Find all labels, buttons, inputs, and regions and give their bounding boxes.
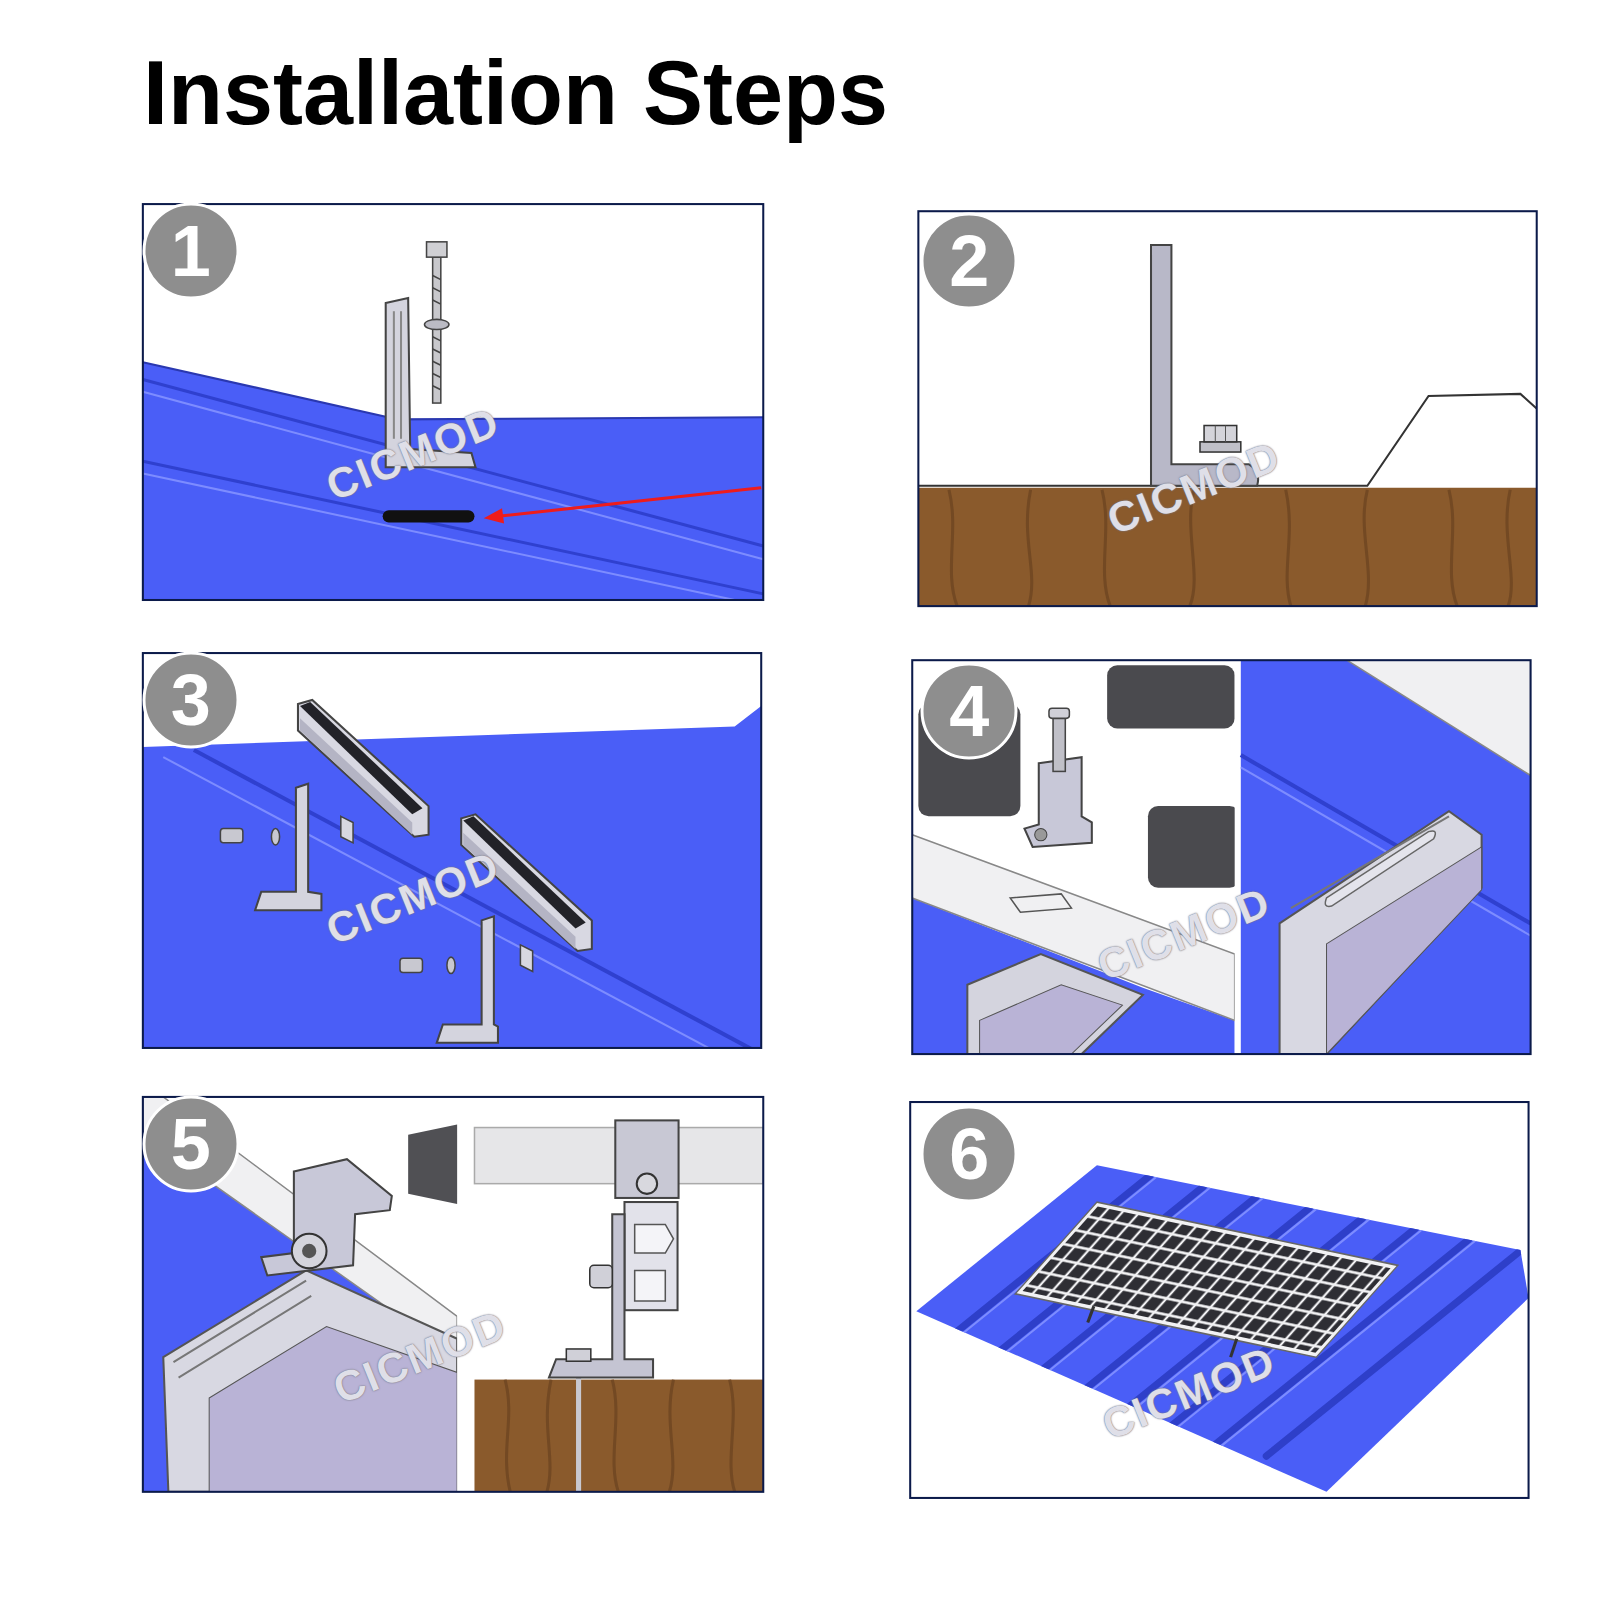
step-panel xyxy=(912,660,1530,1054)
circle-shape xyxy=(922,214,1016,308)
circle-shape xyxy=(144,204,238,298)
watermark: CICMOD xyxy=(321,844,506,951)
l-bracket xyxy=(255,784,321,911)
step-number: 1 xyxy=(171,215,211,287)
bolt xyxy=(1053,714,1065,771)
step-panel xyxy=(918,211,1536,606)
wood-purlin xyxy=(474,1380,763,1492)
step-number: 6 xyxy=(949,1118,989,1190)
step-2-illustration xyxy=(918,211,1536,606)
step-1-illustration xyxy=(143,204,763,600)
mounting-hole xyxy=(383,510,475,522)
panel-frame xyxy=(1347,660,1531,775)
step-number: 2 xyxy=(949,225,989,297)
rail xyxy=(1280,811,1482,1054)
step-4-illustration xyxy=(912,660,1530,1054)
circle-shape xyxy=(144,1097,238,1191)
screw xyxy=(576,1378,581,1492)
step-number-circle: 4 xyxy=(919,661,1019,761)
bolt xyxy=(220,829,242,843)
step-number-circle: 6 xyxy=(919,1104,1019,1204)
step-number: 3 xyxy=(171,664,211,736)
step-5-illustration xyxy=(143,1097,763,1492)
step-number-circle: 5 xyxy=(141,1094,241,1194)
step-panel xyxy=(910,1102,1528,1498)
step-number: 4 xyxy=(949,675,989,747)
end-clamp xyxy=(615,1120,678,1198)
rail xyxy=(624,1202,677,1310)
watermark: CICMOD xyxy=(1091,880,1276,987)
solar-cell xyxy=(1148,806,1240,888)
watermark: CICMOD xyxy=(328,1304,513,1411)
bolt xyxy=(400,958,422,972)
metal-roof xyxy=(143,706,761,1048)
circle-shape xyxy=(144,653,238,747)
step-number-circle: 3 xyxy=(141,650,241,750)
metal-roof xyxy=(143,362,763,600)
l-bracket xyxy=(549,1214,653,1377)
watermark: CICMOD xyxy=(321,400,506,507)
step-3-illustration xyxy=(143,653,761,1048)
circle-shape xyxy=(922,664,1016,758)
step-panel xyxy=(143,1097,763,1492)
circle-shape xyxy=(922,1107,1016,1201)
wood-purlin xyxy=(918,488,1536,606)
solar-cell xyxy=(1107,665,1235,728)
pointer-arrow xyxy=(498,488,761,517)
step-number-circle: 1 xyxy=(141,201,241,301)
end-clamp xyxy=(261,1159,392,1275)
watermark: CICMOD xyxy=(1101,434,1286,541)
page-title: Installation Steps xyxy=(143,48,888,138)
watermark: CICMOD xyxy=(1096,1339,1281,1446)
step-6-illustration xyxy=(910,1102,1528,1498)
step-panel xyxy=(143,653,761,1048)
step-number: 5 xyxy=(171,1108,211,1180)
panel-edge xyxy=(408,1124,457,1204)
bolt xyxy=(292,1234,327,1269)
step-number-circle: 2 xyxy=(919,211,1019,311)
l-bracket xyxy=(437,916,498,1043)
step-panel xyxy=(143,204,763,600)
solar-panel xyxy=(1015,1202,1398,1357)
rail xyxy=(298,700,429,837)
